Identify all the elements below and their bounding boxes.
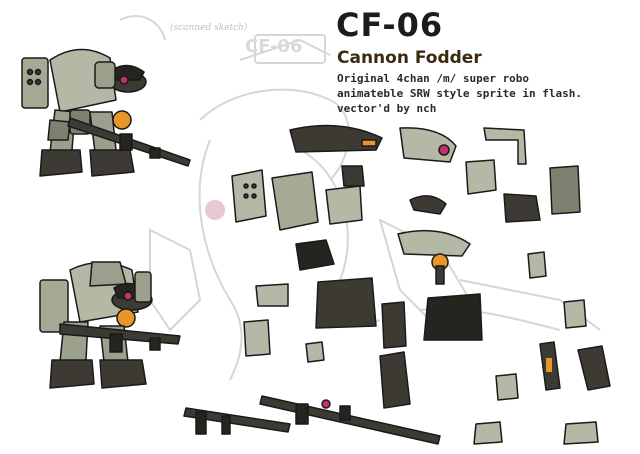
shin-plate	[381, 301, 407, 349]
armor-block-large	[315, 277, 377, 329]
page-title: CF-06	[336, 6, 444, 44]
head-visor	[289, 124, 383, 153]
foot-block	[503, 193, 541, 223]
small-plate	[527, 251, 547, 279]
knee-guard	[549, 165, 581, 215]
fin-piece	[577, 345, 611, 391]
head-assembly	[397, 229, 471, 257]
hand-piece	[341, 165, 365, 187]
hip-plate	[325, 185, 363, 225]
helmet-piece	[399, 127, 457, 163]
forearm	[409, 195, 447, 215]
rifle-long	[259, 395, 441, 445]
joint-piece	[305, 341, 325, 363]
sketch-note-top: (scanned sketch)	[170, 22, 248, 33]
standing-pose-sprite	[21, 48, 191, 177]
armor-block-large-2	[423, 293, 483, 341]
description-line-2: animateble SRW style sprite in flash.	[337, 87, 583, 100]
foot-right	[563, 421, 599, 445]
rifle	[183, 407, 291, 435]
description-line-3: vector'd by nch	[337, 102, 437, 115]
thigh-plate	[465, 159, 497, 195]
sketch-note-mid: CF-06	[245, 36, 302, 57]
background-sketch	[119, 15, 601, 381]
firing-pose-sprite	[39, 261, 181, 389]
loose-parts	[183, 124, 611, 445]
page-subtitle: Cannon Fodder	[337, 48, 482, 68]
armor-block-1	[295, 239, 335, 271]
shoulder-pad-right	[271, 171, 319, 231]
bracket-piece	[243, 319, 271, 357]
toe-cap	[255, 283, 289, 307]
gauntlet-piece	[563, 299, 587, 329]
foot-left	[473, 421, 503, 445]
small-joint	[495, 373, 519, 401]
shoulder-bracket	[483, 127, 527, 165]
description-line-1: Original 4chan /m/ super robo	[337, 72, 530, 85]
shoulder-pad-left	[231, 169, 267, 223]
backpack-panel	[379, 351, 411, 409]
